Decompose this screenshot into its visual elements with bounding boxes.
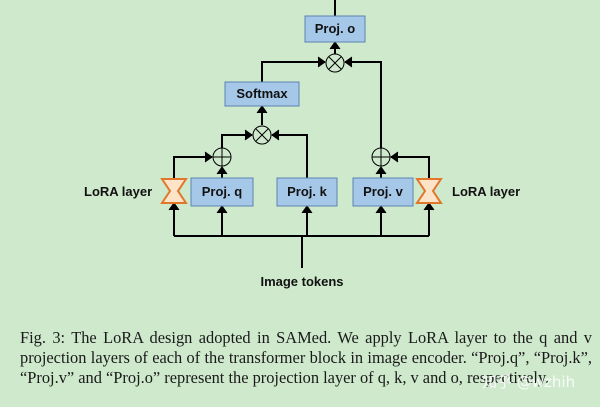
- figure-caption: Fig. 3: The LoRA design adopted in SAMed…: [20, 328, 592, 387]
- proj-k-box: Proj. k: [276, 177, 338, 207]
- image-tokens-label: Image tokens: [260, 274, 343, 289]
- connector-lines: [168, 0, 435, 268]
- lora-left-label: LoRA layer: [84, 184, 152, 199]
- proj-q-label: Proj. q: [202, 184, 243, 199]
- proj-o-box: Proj. o: [304, 15, 366, 43]
- multiply-node-attention: [252, 125, 272, 145]
- proj-v-label: Proj. v: [363, 184, 404, 199]
- proj-v-box: Proj. v: [352, 177, 414, 207]
- proj-k-label: Proj. k: [287, 184, 328, 199]
- lora-right-label: LoRA layer: [452, 184, 520, 199]
- softmax-label: Softmax: [236, 86, 288, 101]
- add-node-v: [371, 147, 391, 167]
- multiply-node-top: [325, 53, 345, 73]
- lora-right-icon: [415, 178, 443, 204]
- add-node-q: [212, 147, 232, 167]
- lora-left-icon: [160, 178, 188, 204]
- softmax-box: Softmax: [224, 81, 300, 107]
- proj-o-label: Proj. o: [315, 21, 356, 36]
- watermark: 知乎 @wzhih: [482, 373, 576, 391]
- proj-q-box: Proj. q: [190, 177, 254, 207]
- lora-architecture-diagram: Proj. o Softmax Proj. q Proj. k Proj. v …: [84, 0, 520, 289]
